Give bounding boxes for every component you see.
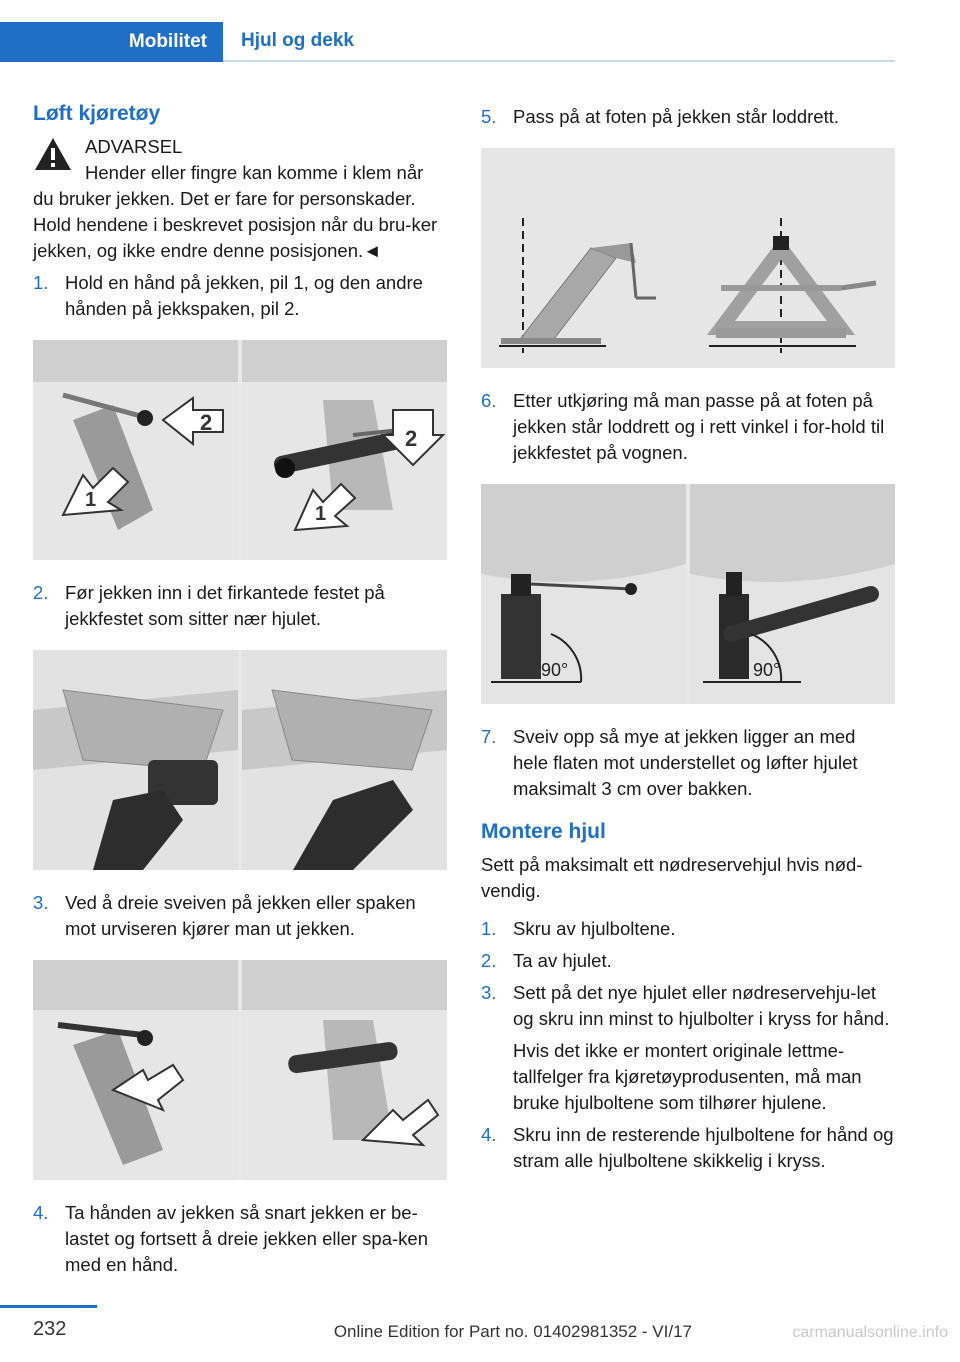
step-item: 2. Før jekken inn i det firkantede feste…	[33, 580, 447, 632]
step-text: Ved å dreie sveiven på jekken eller spak…	[65, 892, 416, 939]
step-number: 4.	[33, 1202, 49, 1223]
edition-text: Online Edition for Part no. 01402981352 …	[333, 1322, 692, 1341]
footer-accent-line	[0, 1305, 97, 1308]
step-number: 5.	[481, 106, 497, 127]
warning-icon	[35, 138, 71, 170]
section-heading: Løft kjøretøy	[33, 102, 161, 125]
step-note: Hvis det ikke er montert originale lettm…	[513, 1040, 862, 1113]
figure-arrow-label: 1	[85, 489, 96, 511]
step-number: 2.	[481, 950, 497, 971]
page-number: 232	[33, 1318, 67, 1340]
step-text: Etter utkjøring må man passe på at foten…	[513, 390, 885, 463]
right-column: 5. Pass på at foten på jekken står loddr…	[481, 100, 895, 1174]
step-item: 2. Ta av hjulet.	[481, 948, 895, 974]
angle-label: 90°	[541, 660, 568, 680]
step-item: 1. Hold en hånd på jekken, pil 1, og den…	[33, 270, 447, 322]
figure-arrow-label: 1	[315, 503, 326, 525]
jack-crank-figure	[33, 960, 447, 1180]
step-text: Før jekken inn i det firkantede festet p…	[65, 582, 385, 629]
figure-arrow-label: 2	[405, 426, 417, 451]
step-item: 1. Skru av hjulboltene.	[481, 916, 895, 942]
step-number: 4.	[481, 1124, 497, 1145]
angle-label: 90°	[753, 660, 780, 680]
step-number: 1.	[33, 272, 49, 293]
step-text: Skru av hjulboltene.	[513, 918, 676, 939]
step-number: 3.	[481, 982, 497, 1003]
step-text: Ta hånden av jekken så snart jekken er b…	[65, 1202, 428, 1275]
step-text: Pass på at foten på jekken står loddrett…	[513, 106, 839, 127]
warning-box: ADVARSEL Hender eller fingre kan komme i…	[33, 134, 447, 264]
step-text: Sveiv opp så mye at jekken ligger an med…	[513, 726, 858, 799]
step-number: 1.	[481, 918, 497, 939]
step-item: 3. Sett på det nye hjulet eller nødreser…	[481, 980, 895, 1116]
section-heading: Montere hjul	[481, 820, 606, 843]
step-item: 4. Ta hånden av jekken så snart jekken e…	[33, 1200, 447, 1278]
step-item: 5. Pass på at foten på jekken står loddr…	[481, 104, 895, 130]
jack-vertical-figure	[481, 148, 895, 368]
step-text: Skru inn de resterende hjulboltene for h…	[513, 1124, 894, 1171]
step-item: 4. Skru inn de resterende hjulboltene fo…	[481, 1122, 895, 1174]
step-number: 3.	[33, 892, 49, 913]
section-tab[interactable]: Mobilitet	[0, 22, 223, 62]
warning-text-line1: Hender eller fingre kan komme i klem når	[85, 162, 424, 183]
jack-bracket-figure	[33, 650, 447, 870]
watermark: carmanualsonline.info	[792, 1324, 948, 1341]
step-item: 3. Ved å dreie sveiven på jekken eller s…	[33, 890, 447, 942]
step-text: Ta av hjulet.	[513, 950, 612, 971]
jack-angle-figure: 90° 90°	[481, 484, 895, 704]
left-column: Løft kjøretøy ADVARSEL Hender eller fing…	[33, 100, 447, 1278]
step-item: 6. Etter utkjøring må man passe på at fo…	[481, 388, 895, 466]
step-number: 6.	[481, 390, 497, 411]
step-number: 2.	[33, 582, 49, 603]
figure-arrow-label: 2	[200, 410, 212, 435]
warning-text: du bruker jekken. Det er fare for person…	[33, 188, 438, 261]
chapter-tab[interactable]: Hjul og dekk	[223, 22, 895, 62]
step-item: 7. Sveiv opp så mye at jekken ligger an …	[481, 724, 895, 802]
step-number: 7.	[481, 726, 497, 747]
step-text: Sett på det nye hjulet eller nødreserveh…	[513, 982, 890, 1029]
warning-label: ADVARSEL	[85, 136, 183, 157]
step-text: Hold en hånd på jekken, pil 1, og den an…	[65, 272, 423, 319]
section-intro: Sett på maksimalt ett nødreservehjul hvi…	[481, 854, 863, 901]
jack-hand-position-figure: 2 1 2 1	[33, 340, 447, 560]
page-header: Mobilitet Hjul og dekk	[0, 22, 895, 62]
